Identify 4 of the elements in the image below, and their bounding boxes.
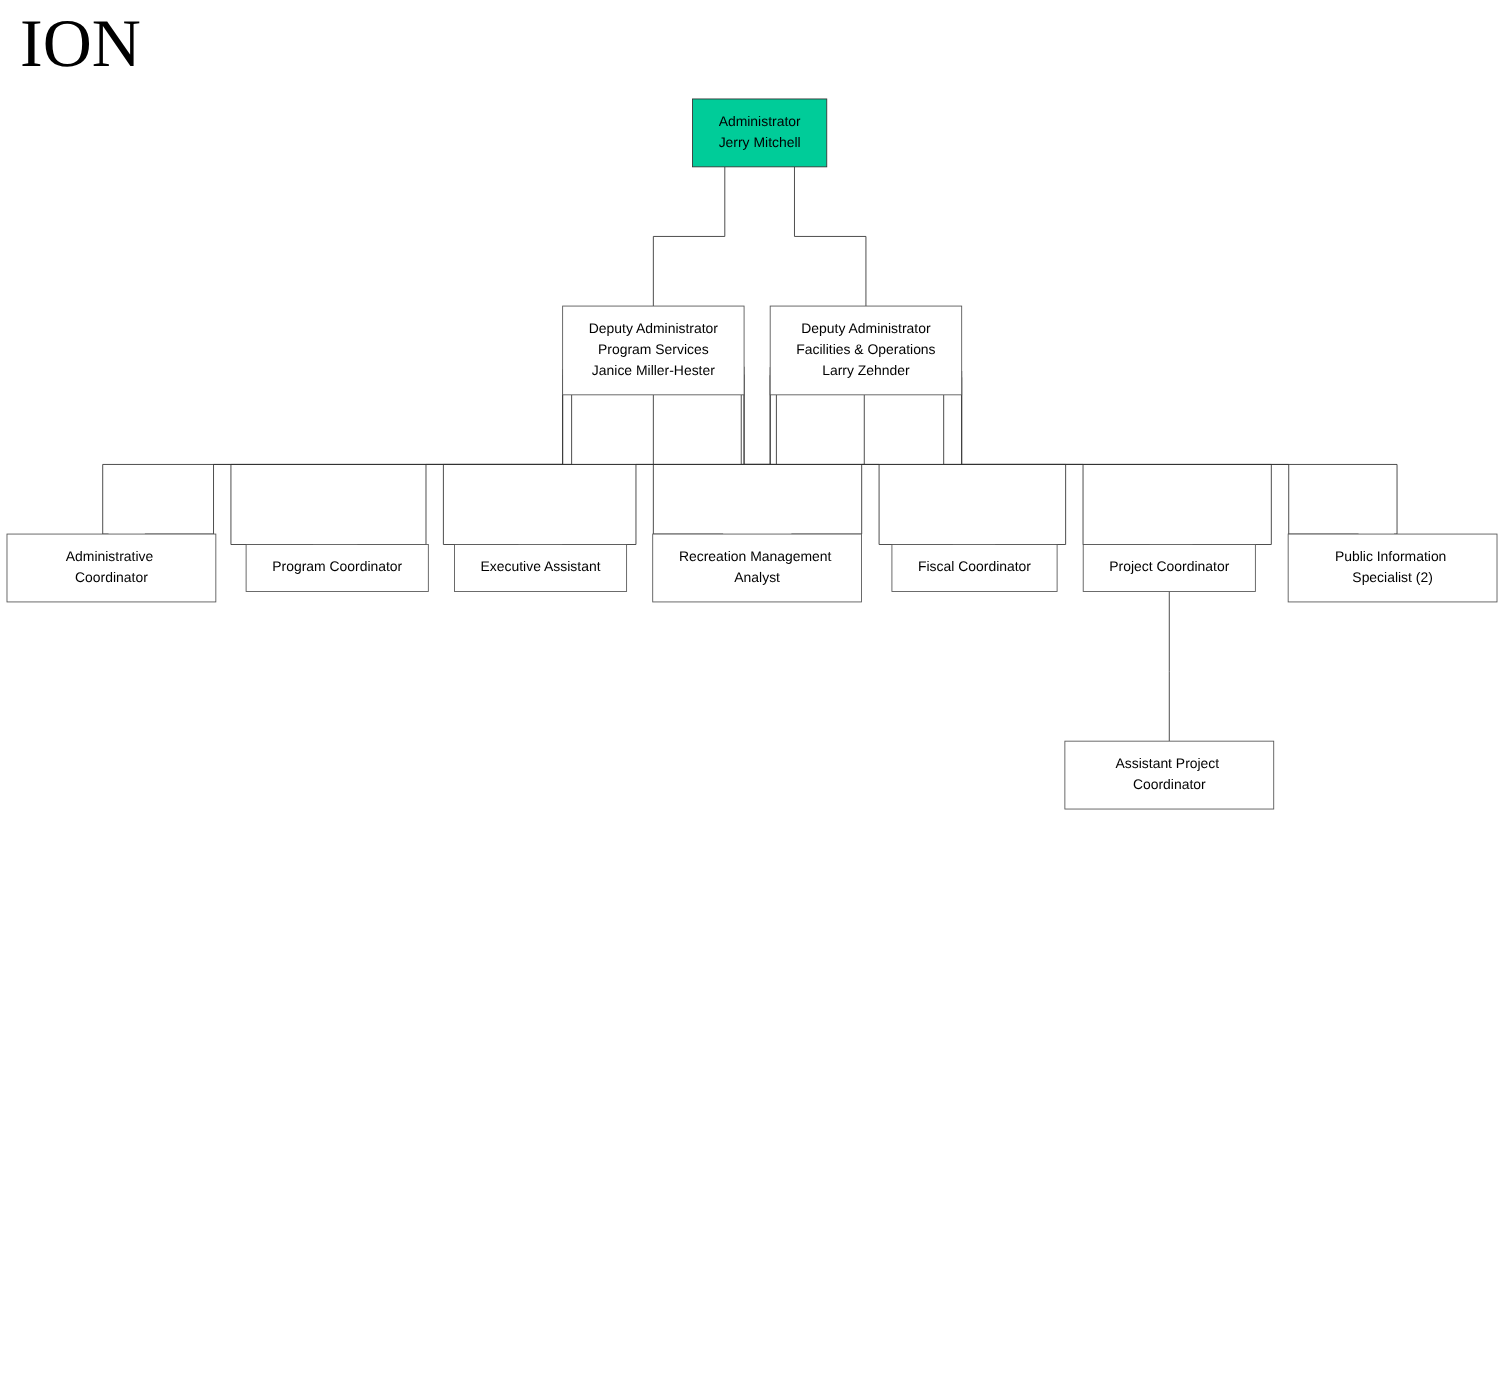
connector xyxy=(1168,591,1170,742)
title: ION xyxy=(20,8,143,84)
connector xyxy=(794,166,867,307)
connector xyxy=(652,166,726,307)
